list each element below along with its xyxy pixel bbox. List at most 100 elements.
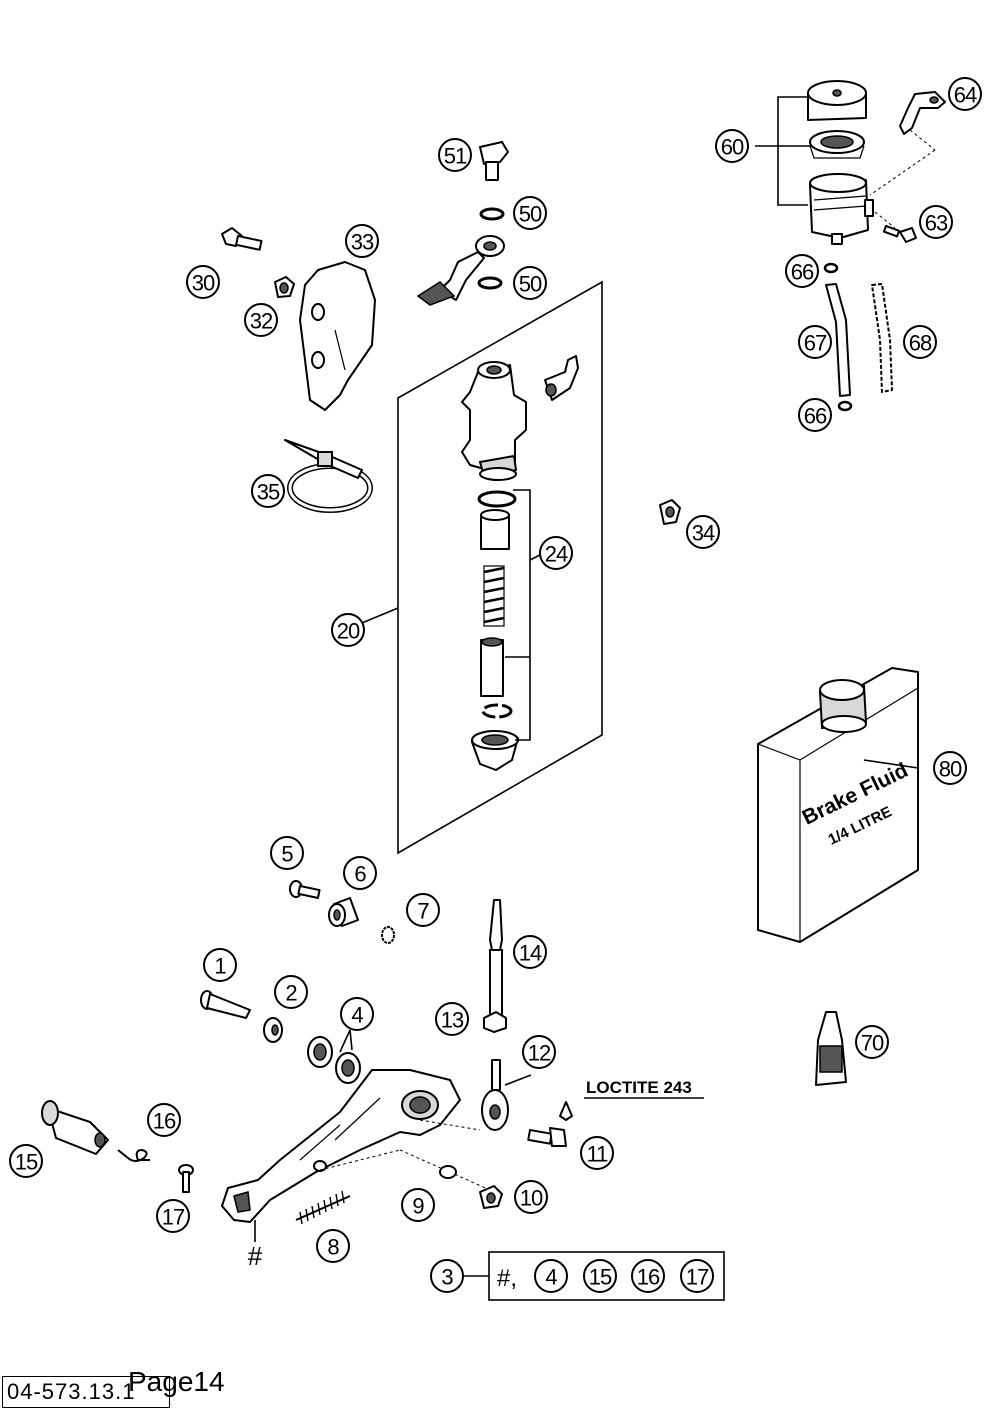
svg-text:4: 4	[545, 1265, 557, 1290]
callout-13: 13	[435, 1002, 469, 1036]
callout-66-bottom: 66	[798, 398, 832, 432]
callout-6: 6	[343, 856, 377, 890]
clip-66-bottom	[837, 400, 853, 412]
callout-5: 5	[270, 836, 304, 870]
elbow-fitting	[544, 355, 579, 401]
callout-2: 2	[274, 975, 308, 1009]
svg-text:17: 17	[686, 1265, 709, 1290]
svg-text:16: 16	[153, 1109, 176, 1134]
svg-text:5: 5	[281, 842, 293, 867]
callout-34: 34	[686, 515, 720, 549]
svg-text:34: 34	[692, 521, 715, 546]
svg-text:15: 15	[15, 1150, 38, 1175]
callout-8: 8	[316, 1229, 350, 1263]
washer-50-top	[479, 207, 505, 221]
callout-12: 12	[522, 1035, 556, 1069]
callout-66-top: 66	[785, 254, 819, 288]
bearing-4a	[307, 1036, 333, 1068]
svg-text:12: 12	[528, 1041, 551, 1066]
washer-9	[439, 1165, 457, 1179]
svg-text:68: 68	[909, 331, 932, 356]
svg-text:66: 66	[791, 260, 814, 285]
callout-80: 80	[933, 751, 967, 785]
hose-protector-68	[871, 283, 893, 393]
kit-item-16: 16	[631, 1259, 665, 1293]
svg-text:13: 13	[441, 1008, 464, 1033]
nut-10	[479, 1185, 503, 1209]
callout-7: 7	[406, 893, 440, 927]
drawing-code: 04-573.13.1	[2, 1376, 170, 1408]
cable-tie	[284, 439, 373, 513]
callout-16: 16	[147, 1103, 181, 1137]
callout-32: 32	[244, 303, 278, 337]
svg-text:10: 10	[520, 1186, 543, 1211]
nut-32	[274, 276, 295, 298]
svg-text:33: 33	[351, 230, 374, 255]
callout-33: 33	[345, 224, 379, 258]
svg-text:17: 17	[162, 1205, 185, 1230]
svg-text:32: 32	[250, 309, 273, 334]
kit-item-15: 15	[583, 1259, 617, 1293]
bracket-60	[777, 96, 808, 206]
callout-35: 35	[251, 474, 285, 508]
page-label: Page14	[128, 1366, 225, 1397]
svg-text:14: 14	[519, 941, 542, 966]
hose-67	[825, 283, 851, 397]
callout-30: 30	[186, 265, 220, 299]
bushing-6	[328, 897, 359, 927]
callout-9: 9	[401, 1188, 435, 1222]
svg-text:70: 70	[861, 1031, 884, 1056]
bolt-51	[479, 141, 509, 181]
brake-fluid-can: Brake Fluid 1/4 LITRE	[757, 667, 919, 943]
svg-text:60: 60	[721, 135, 744, 160]
master-cylinder-body	[461, 361, 527, 481]
callout-64: 64	[948, 77, 982, 111]
svg-text:3: 3	[441, 1265, 453, 1290]
piston-sleeve	[480, 509, 510, 550]
svg-text:6: 6	[354, 862, 366, 887]
callout-4: 4	[340, 997, 374, 1031]
nut-34	[659, 499, 681, 525]
circlip	[481, 703, 513, 719]
svg-text:24: 24	[545, 542, 568, 567]
svg-text:8: 8	[327, 1235, 339, 1260]
circlip-7	[381, 926, 395, 944]
callout-1: 1	[203, 948, 237, 982]
brake-hose-banjo	[416, 235, 505, 306]
washer-2	[263, 1017, 283, 1043]
svg-text:2: 2	[285, 981, 297, 1006]
svg-text:67: 67	[804, 331, 827, 356]
callout-11: 11	[580, 1136, 614, 1170]
dust-boot	[471, 730, 519, 771]
clevis-12	[481, 1059, 509, 1131]
svg-text:80: 80	[939, 757, 962, 782]
brake-pedal	[221, 1069, 461, 1223]
pedal-tip-15	[41, 1100, 109, 1155]
loctite-tube	[815, 1011, 847, 1086]
svg-text:64: 64	[954, 83, 977, 108]
svg-text:15: 15	[589, 1265, 612, 1290]
callout-63: 63	[919, 205, 953, 239]
svg-text:7: 7	[417, 899, 429, 924]
svg-text:20: 20	[337, 619, 360, 644]
svg-text:16: 16	[637, 1265, 660, 1290]
heel-guard	[299, 261, 376, 411]
svg-text:30: 30	[192, 271, 215, 296]
svg-text:4: 4	[351, 1003, 363, 1028]
callout-50-top: 50	[513, 196, 547, 230]
piston	[480, 637, 504, 697]
svg-text:1: 1	[214, 954, 226, 979]
nut-13	[483, 1011, 507, 1033]
svg-text:50: 50	[519, 202, 542, 227]
reservoir-seal	[809, 130, 865, 159]
svg-text:51: 51	[444, 144, 467, 169]
bolt-1	[200, 990, 251, 1019]
bracket-24	[513, 489, 531, 741]
screw-30	[221, 227, 263, 251]
callout-15: 15	[9, 1144, 43, 1178]
callout-50-bottom: 50	[513, 266, 547, 300]
callout-10: 10	[514, 1180, 548, 1214]
pedal-hash-mark: #	[248, 1241, 263, 1271]
bearing-4b	[335, 1052, 361, 1084]
